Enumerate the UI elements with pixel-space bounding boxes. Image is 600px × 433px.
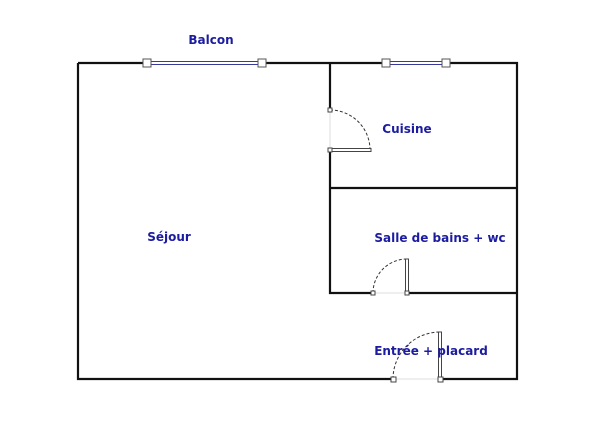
entrance-door xyxy=(390,331,444,383)
walls xyxy=(76,61,519,381)
outer-wall-bottom-left xyxy=(76,63,393,381)
label-bathroom: Salle de bains + wc xyxy=(374,231,506,245)
outer-wall-top-right xyxy=(440,61,519,381)
balcony-window xyxy=(142,58,267,68)
label-balcony: Balcon xyxy=(188,33,234,47)
bathroom-door xyxy=(370,258,410,296)
label-living-room: Séjour xyxy=(147,230,191,244)
label-kitchen: Cuisine xyxy=(382,122,432,136)
kitchen-window xyxy=(381,58,451,68)
kitchen-door xyxy=(327,107,372,153)
label-entrance: Entrée + placard xyxy=(374,344,488,358)
kitchen-wall-lower xyxy=(328,150,373,295)
